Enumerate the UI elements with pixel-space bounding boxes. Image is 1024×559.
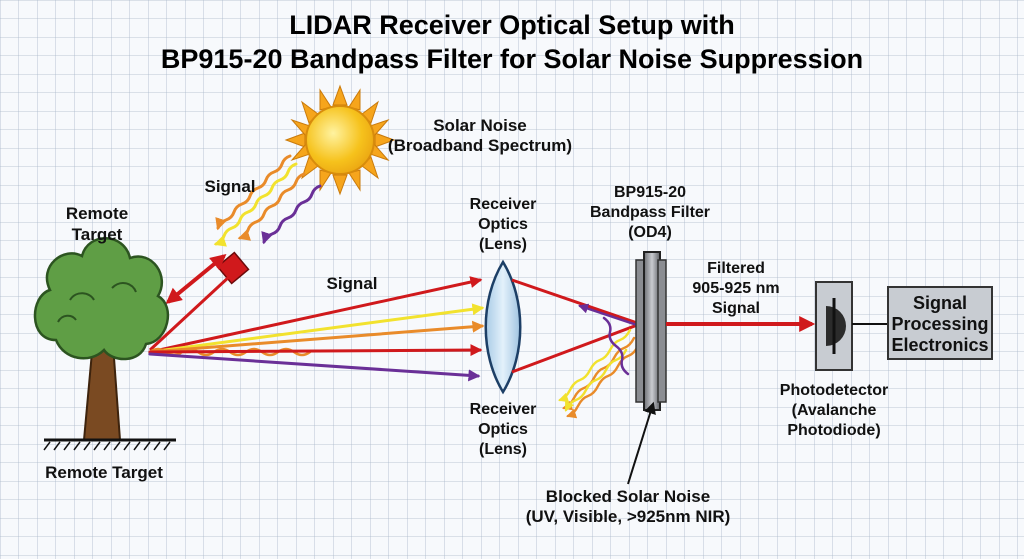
solar-noise-sublabel: (Broadband Spectrum) — [388, 136, 572, 155]
processing-label-3: Electronics — [891, 335, 988, 355]
photodetector-label: Photodetector — [780, 382, 888, 399]
signal-return-arrow — [165, 253, 227, 305]
receiver-optics-bottom-label-3: (Lens) — [479, 441, 527, 458]
target-to-lens-rays — [148, 276, 485, 382]
tree-icon — [33, 237, 170, 441]
solar-noise-label: Solar Noise — [433, 116, 527, 135]
bandpass-filter-icon — [635, 251, 667, 411]
signal-label-top: Signal — [204, 177, 255, 196]
filter-label-2: Bandpass Filter — [590, 204, 710, 221]
photodiode-icon — [815, 281, 853, 371]
filter-label: BP915-20 — [614, 184, 686, 201]
title-line-1: LIDAR Receiver Optical Setup with — [289, 10, 735, 40]
signal-label-main: Signal — [326, 274, 377, 293]
filter-label-3: (OD4) — [628, 224, 672, 241]
remote-target-label-top: Remote — [66, 204, 128, 223]
filtered-label-3: Signal — [712, 300, 760, 317]
receiver-optics-bottom-label-2: Optics — [478, 421, 528, 438]
receiver-optics-top-label: Receiver — [470, 196, 537, 213]
blocked-noise-pointer — [627, 401, 656, 485]
receiver-optics-bottom-label: Receiver — [470, 401, 537, 418]
remote-target-label-bottom: Remote Target — [45, 463, 163, 482]
blocked-noise-label: Blocked Solar Noise — [546, 487, 710, 506]
filtered-label-2: 905-925 nm — [692, 280, 779, 297]
photodetector-label-2: (Avalanche — [792, 402, 877, 419]
processing-label-2: Processing — [891, 314, 988, 334]
receiver-optics-top-label-2: Optics — [478, 216, 528, 233]
blocked-noise-sublabel: (UV, Visible, >925nm NIR) — [526, 507, 731, 526]
title-line-2: BP915-20 Bandpass Filter for Solar Noise… — [161, 44, 863, 74]
filtered-label: Filtered — [707, 260, 765, 277]
receiver-optics-top-label-3: (Lens) — [479, 236, 527, 253]
lens-to-filter-rays — [511, 278, 641, 374]
photodetector-label-3: Photodiode) — [787, 422, 880, 439]
remote-target-label-top-2: Target — [72, 225, 123, 244]
signal-processing-box — [887, 286, 993, 360]
ground — [43, 438, 176, 451]
lens-icon — [484, 259, 522, 395]
processing-label: Signal — [913, 293, 967, 313]
sun-noise-rays — [213, 154, 322, 247]
sun-icon — [284, 84, 396, 196]
emitter-beam — [148, 274, 232, 352]
blocked-noise-rays — [558, 303, 642, 419]
